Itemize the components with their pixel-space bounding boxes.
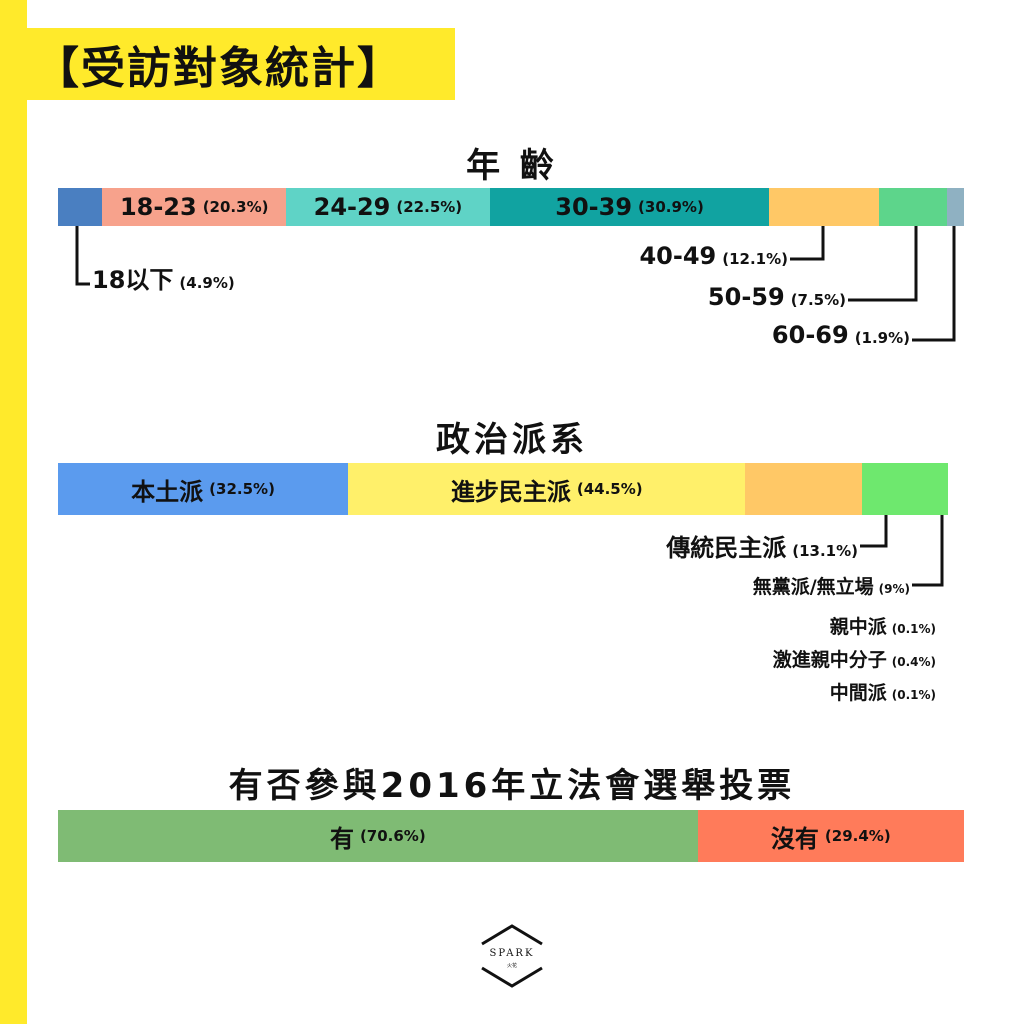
bar-segment-age-24-29: 24-29 (22.5%) xyxy=(286,188,490,226)
callout-camp-centrist: 中間派 (0.1%) xyxy=(830,678,936,705)
callout-value: (0.4%) xyxy=(891,655,936,669)
callout-value: (0.1%) xyxy=(891,622,936,636)
spark-logo: SPARK 火花 xyxy=(476,922,548,990)
callout-camp-traditional: 傳統民主派 (13.1%) xyxy=(666,528,858,563)
segment-label: 24-29 xyxy=(313,193,391,221)
side-stripe xyxy=(0,0,27,1024)
bar-segment-age-30-39: 30-39 (30.9%) xyxy=(489,188,770,226)
logo-subtext: 火花 xyxy=(506,963,517,969)
callout-value: (7.5%) xyxy=(790,291,846,309)
segment-value: (29.4%) xyxy=(824,827,891,845)
vote-chart-title: 有否參與2016年立法會選舉投票 xyxy=(228,766,796,806)
bar-segment-age-18-23: 18-23 (20.3%) xyxy=(102,188,287,226)
callout-age-under18: 18以下 (4.9%) xyxy=(92,260,235,295)
callout-camp-pro-beijing: 親中派 (0.1%) xyxy=(830,612,936,639)
segment-value: (30.9%) xyxy=(638,198,704,216)
hexagon-logo-icon xyxy=(481,924,543,988)
segment-label: 有 xyxy=(329,824,354,853)
logo-text: SPARK xyxy=(489,948,535,959)
bar-segment-camp-traditional-democrat xyxy=(745,463,863,515)
callout-label: 60-69 xyxy=(771,321,849,349)
leader-age-40-49 xyxy=(790,226,825,261)
callout-camp-nonpartisan: 無黨派/無立場 (9%) xyxy=(753,572,910,599)
segment-label: 30-39 xyxy=(555,193,633,221)
segment-value: (22.5%) xyxy=(396,198,463,216)
callout-value: (4.9%) xyxy=(179,274,235,292)
segment-value: (44.5%) xyxy=(576,480,643,498)
bar-segment-camp-localist: 本土派 (32.5%) xyxy=(58,463,349,515)
vote-stacked-bar: 有 (70.6%) 沒有 (29.4%) xyxy=(58,810,964,862)
callout-value: (1.9%) xyxy=(854,329,910,347)
callout-label: 親中派 xyxy=(829,616,887,638)
bar-segment-camp-centrist xyxy=(947,463,948,515)
segment-value: (32.5%) xyxy=(209,480,275,498)
callout-value: (13.1%) xyxy=(792,542,858,560)
segment-value: (20.3%) xyxy=(202,198,269,216)
bar-segment-age-under18 xyxy=(58,188,103,226)
callout-label: 18以下 xyxy=(92,266,174,294)
callout-value: (0.1%) xyxy=(891,688,936,702)
callout-value: (12.1%) xyxy=(722,250,788,268)
leader-age-under18 xyxy=(75,226,90,286)
callout-label: 中間派 xyxy=(829,682,887,704)
leader-age-50-59 xyxy=(848,226,918,302)
bar-segment-age-50-59 xyxy=(878,188,947,226)
leader-age-60-69 xyxy=(912,226,956,342)
age-stacked-bar: 18-23 (20.3%) 24-29 (22.5%) 30-39 (30.9%) xyxy=(58,188,964,226)
callout-age-60-69: 60-69 (1.9%) xyxy=(772,321,910,349)
callout-age-40-49: 40-49 (12.1%) xyxy=(639,242,788,270)
bar-segment-age-60-69 xyxy=(946,188,964,226)
leader-camp-traditional xyxy=(860,515,888,548)
bar-segment-camp-radical-pro-beijing xyxy=(943,463,948,515)
segment-value: (70.6%) xyxy=(359,827,426,845)
segment-label: 本土派 xyxy=(131,477,204,506)
callout-label: 激進親中分子 xyxy=(772,649,887,671)
segment-label: 進步民主派 xyxy=(450,477,571,506)
camp-stacked-bar: 本土派 (32.5%) 進步民主派 (44.5%) xyxy=(58,463,948,515)
bar-segment-vote-yes: 有 (70.6%) xyxy=(58,810,698,862)
callout-label: 40-49 xyxy=(639,242,717,270)
callout-value: (9%) xyxy=(878,582,910,596)
leader-camp-nonpartisan xyxy=(912,515,944,587)
bar-segment-camp-progressive-democrat: 進步民主派 (44.5%) xyxy=(348,463,746,515)
segment-label: 沒有 xyxy=(770,824,819,853)
callout-label: 50-59 xyxy=(707,283,785,311)
callout-camp-radical-pro-beijing: 激進親中分子 (0.4%) xyxy=(773,645,936,672)
camp-chart-title: 政治派系 xyxy=(436,420,588,460)
segment-label: 18-23 xyxy=(119,193,197,221)
age-chart-title: 年 齡 xyxy=(466,146,558,186)
page-title: 【受訪對象統計】 xyxy=(35,43,403,94)
bar-segment-age-40-49 xyxy=(769,188,879,226)
bar-segment-camp-nonpartisan xyxy=(862,463,943,515)
callout-label: 無黨派/無立場 xyxy=(752,576,874,598)
page-title-box: 【受訪對象統計】 xyxy=(27,28,455,100)
bar-segment-vote-no: 沒有 (29.4%) xyxy=(697,810,964,862)
bar-segment-camp-pro-beijing xyxy=(942,463,944,515)
callout-age-50-59: 50-59 (7.5%) xyxy=(708,283,846,311)
callout-label: 傳統民主派 xyxy=(666,534,787,562)
